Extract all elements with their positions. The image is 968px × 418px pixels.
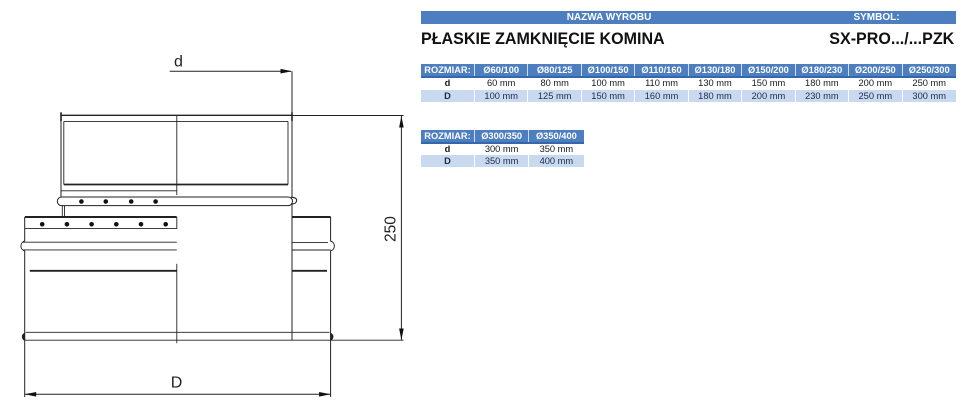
svg-text:D: D	[171, 375, 183, 392]
svg-text:250: 250	[383, 216, 400, 242]
svg-text:d: d	[174, 54, 183, 71]
